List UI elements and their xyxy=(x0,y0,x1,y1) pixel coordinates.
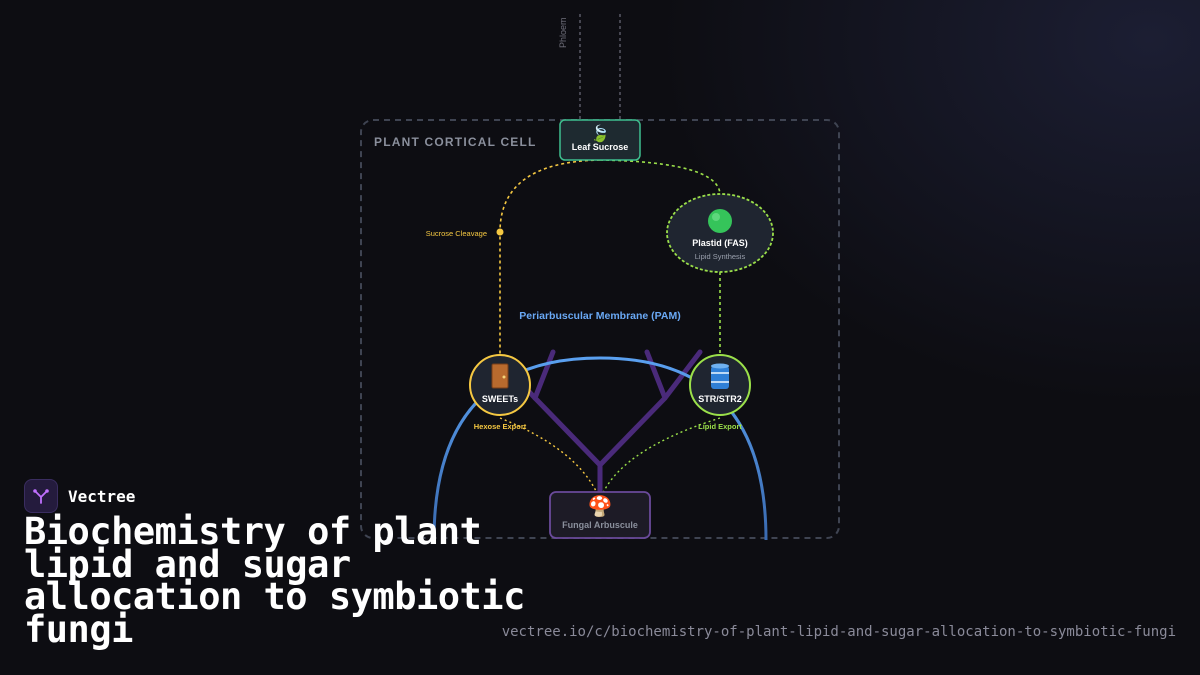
leaf-icon: 🍃 xyxy=(590,124,610,143)
phloem: Phloem xyxy=(558,14,621,120)
str-node: STR/STR2 Lipid Export xyxy=(689,354,751,431)
mushroom-icon: 🍄 xyxy=(588,494,613,518)
green-circle-icon xyxy=(708,209,732,233)
arbuscule-hyphae xyxy=(515,349,703,498)
plastid-node: Plastid (FAS) Lipid Synthesis xyxy=(666,193,774,273)
leaf-sucrose-node: 🍃 Leaf Sucrose xyxy=(559,119,641,161)
membrane-label: Periarbuscular Membrane (PAM) xyxy=(519,310,680,322)
sugar-pathway: Sucrose Cleavage xyxy=(426,159,601,494)
hexose-flow-line xyxy=(499,417,598,494)
page-title: Biochemistry of plant lipid and sugar al… xyxy=(24,510,525,651)
plastid-subtitle: Lipid Synthesis xyxy=(695,252,746,261)
hypha-branch-left xyxy=(532,349,603,498)
lipid-pathway xyxy=(599,159,721,494)
leaf-sucrose-box xyxy=(559,119,641,161)
fungal-arbuscule-title: Fungal Arbuscule xyxy=(562,520,638,530)
sweets-caption: Hexose Export xyxy=(474,422,527,431)
leaf-sucrose-title: Leaf Sucrose xyxy=(572,142,629,152)
hypha-twig-right xyxy=(644,349,668,401)
oil-drum-icon xyxy=(711,363,729,389)
sweets-title: SWEETs xyxy=(482,394,518,404)
phloem-label: Phloem xyxy=(558,17,568,48)
str-title: STR/STR2 xyxy=(698,394,742,404)
cell-label: PLANT CORTICAL CELL xyxy=(374,135,537,149)
cleavage-label: Sucrose Cleavage xyxy=(426,229,487,238)
fungal-arbuscule-box xyxy=(549,491,651,539)
door-icon xyxy=(491,363,509,389)
lipid-export-line xyxy=(602,417,721,494)
sucrose-to-plastid-line xyxy=(599,159,721,195)
brand-name: Vectree xyxy=(68,486,136,506)
sweets-node: SWEETs Hexose Export xyxy=(469,354,531,431)
tree-branch-icon xyxy=(24,479,58,513)
fungal-arbuscule-node: 🍄 Fungal Arbuscule xyxy=(549,491,651,539)
page-url[interactable]: vectree.io/c/biochemistry-of-plant-lipid… xyxy=(501,624,1176,640)
plastid-title: Plastid (FAS) xyxy=(692,238,748,248)
periarbuscular-membrane xyxy=(432,356,768,541)
str-caption: Lipid Export xyxy=(698,422,742,431)
sugar-flow-line xyxy=(499,159,601,355)
brand: Vectree xyxy=(24,479,135,513)
cleavage-point xyxy=(496,228,504,236)
